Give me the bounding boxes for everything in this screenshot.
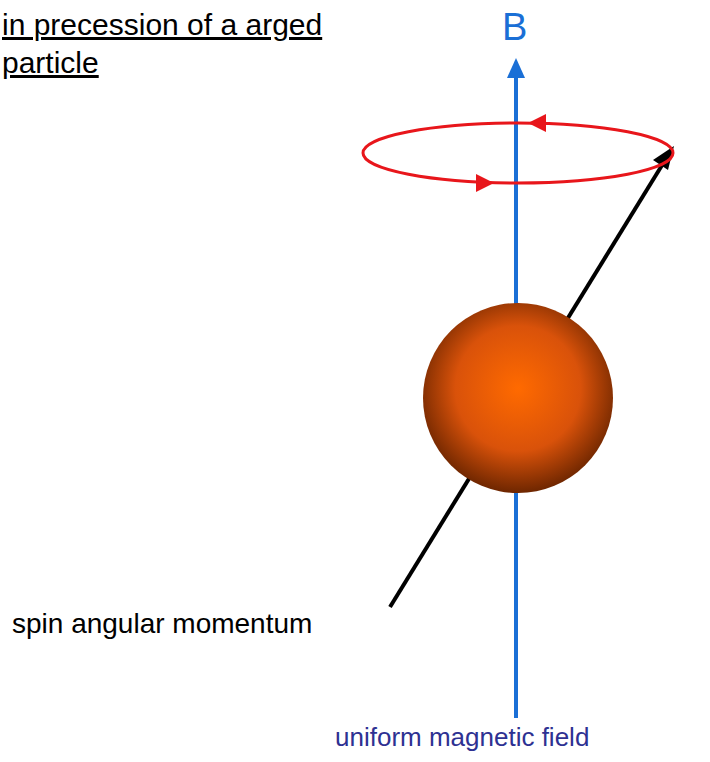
precession-orbit [363, 123, 673, 183]
orbit-arrowhead [476, 174, 494, 192]
charged-particle [423, 303, 613, 493]
diagram-title: in precession of a arged particle [2, 6, 352, 82]
field-label: uniform magnetic field [335, 722, 589, 753]
orbit-arrowhead [528, 114, 546, 132]
vector-label: spin angular momentum [12, 608, 312, 640]
spin-vector [390, 162, 664, 607]
field-symbol: B [502, 6, 527, 49]
field-arrowhead [507, 58, 525, 78]
